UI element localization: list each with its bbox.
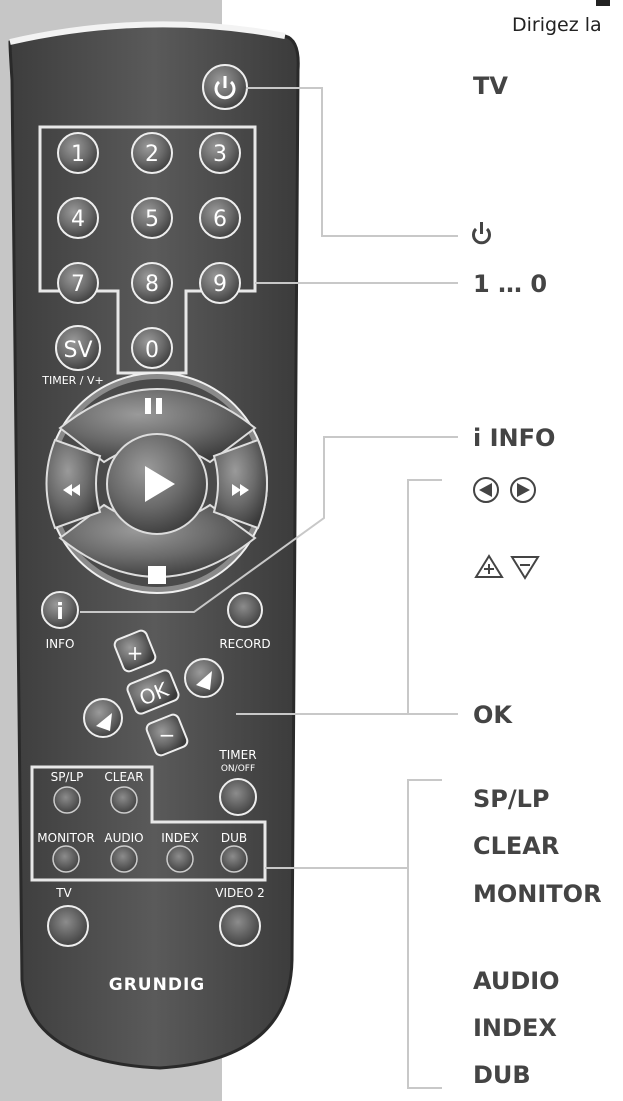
dub-button[interactable] <box>220 845 248 873</box>
number-label-3: 3 <box>213 142 227 167</box>
label-numbers: 1 … 0 <box>473 270 548 298</box>
left-arrow-button[interactable] <box>83 698 123 738</box>
number-button-8[interactable]: 8 <box>131 262 173 304</box>
power-button[interactable] <box>202 64 248 110</box>
number-label-7: 7 <box>71 272 85 297</box>
left-right-arrows-icon <box>473 477 536 503</box>
right-arrow-icon <box>196 671 212 690</box>
video2-label: VIDEO 2 <box>215 886 264 900</box>
timer-onoff-label-1: TIMER <box>218 748 256 762</box>
transport-controls <box>45 372 268 594</box>
zero-button[interactable]: 0 <box>131 327 173 369</box>
number-label-2: 2 <box>145 142 159 167</box>
sv-button[interactable]: SV <box>55 325 101 371</box>
plus-minus-triangles-icon <box>474 554 540 580</box>
sp-lp-label: SP/LP <box>51 770 84 784</box>
monitor-button[interactable] <box>52 845 80 873</box>
number-label-9: 9 <box>213 272 227 297</box>
ok-cluster: + OK − <box>83 629 224 757</box>
number-button-7[interactable]: 7 <box>57 262 99 304</box>
info-button[interactable]: i <box>41 591 79 629</box>
number-label-5: 5 <box>145 207 159 232</box>
index-label: INDEX <box>161 831 199 845</box>
play-icon <box>145 466 175 502</box>
leader-lines <box>80 87 458 1089</box>
label-ok: OK <box>473 701 512 729</box>
plus-label: + <box>127 641 144 665</box>
label-audio: AUDIO <box>473 967 560 995</box>
minus-button[interactable]: − <box>145 713 189 757</box>
fast-forward-button[interactable] <box>212 438 268 530</box>
timer-v-label: TIMER / V+ <box>41 374 104 387</box>
video2-button[interactable] <box>219 905 261 947</box>
left-arrow-icon <box>96 713 112 731</box>
audio-label: AUDIO <box>104 831 143 845</box>
power-icon-label <box>472 222 491 245</box>
small-button-group-outline <box>30 765 267 882</box>
header-text: Dirigez la <box>512 14 602 36</box>
number-button-3[interactable]: 3 <box>199 132 241 174</box>
label-tv: TV <box>473 72 508 100</box>
tv-button[interactable] <box>47 905 89 947</box>
minus-label: − <box>159 723 176 747</box>
power-icon <box>214 76 236 100</box>
ok-button[interactable]: OK <box>126 669 181 716</box>
sp-lp-button[interactable] <box>53 786 81 814</box>
timer-onoff-label-2: ON/OFF <box>221 764 255 774</box>
dub-label: DUB <box>221 831 247 845</box>
play-button[interactable] <box>106 433 208 535</box>
info-label: INFO <box>46 637 75 651</box>
number-button-6[interactable]: 6 <box>199 197 241 239</box>
number-label-4: 4 <box>71 207 85 232</box>
number-label-1: 1 <box>71 142 85 167</box>
clear-label: CLEAR <box>104 770 143 784</box>
label-clear: CLEAR <box>473 832 560 860</box>
clear-button[interactable] <box>110 786 138 814</box>
fast-forward-icon <box>232 484 249 496</box>
label-info: i INFO <box>473 424 556 452</box>
audio-button[interactable] <box>110 845 138 873</box>
record-label: RECORD <box>219 637 270 651</box>
zero-label: 0 <box>145 338 159 363</box>
brand-logo: GRUNDIG <box>109 975 205 995</box>
info-glyph: i <box>56 600 64 625</box>
number-button-4[interactable]: 4 <box>57 197 99 239</box>
header-mark <box>596 0 610 6</box>
sv-label: SV <box>63 338 92 363</box>
rewind-button[interactable] <box>45 438 102 530</box>
plus-button[interactable]: + <box>113 629 157 673</box>
index-button[interactable] <box>166 845 194 873</box>
timer-onoff-button[interactable] <box>219 778 257 816</box>
stop-icon <box>148 566 166 584</box>
label-index: INDEX <box>473 1014 557 1042</box>
number-button-1[interactable]: 1 <box>57 132 99 174</box>
number-button-9[interactable]: 9 <box>199 262 241 304</box>
rewind-icon <box>63 484 80 496</box>
label-monitor: MONITOR <box>473 880 602 908</box>
number-label-6: 6 <box>213 207 227 232</box>
monitor-label: MONITOR <box>37 831 94 845</box>
number-button-2[interactable]: 2 <box>131 132 173 174</box>
remote-rim <box>9 21 286 45</box>
number-label-8: 8 <box>145 272 159 297</box>
pause-icon <box>145 398 151 414</box>
tv-label: TV <box>55 886 72 900</box>
number-button-5[interactable]: 5 <box>131 197 173 239</box>
label-dub: DUB <box>473 1061 531 1089</box>
right-arrow-button[interactable] <box>184 658 224 698</box>
label-sp-lp: SP/LP <box>473 785 550 813</box>
record-button[interactable] <box>227 592 263 628</box>
